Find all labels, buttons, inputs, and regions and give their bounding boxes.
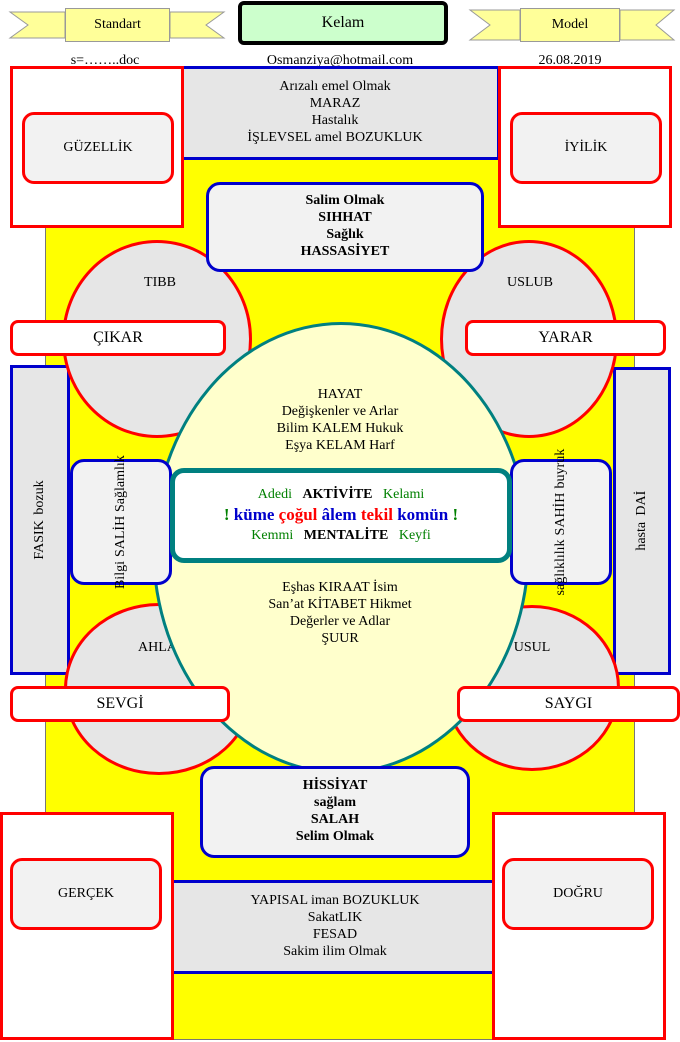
center-adedi: Adedi <box>257 486 292 502</box>
center-kelami: Kelami <box>383 486 425 502</box>
ellipse-bottom-line-2: San’at KİTABET Hikmet <box>268 597 412 613</box>
center-exclaim-left: ! <box>223 505 230 525</box>
ellipse-top-text: HAYAT Değişkenler ve Arlar Bilim KALEM H… <box>200 385 480 457</box>
lower-box-line-1: HİSSİYAT <box>302 778 368 794</box>
inner-left-box: Bilgi SALİH Sağlamlık <box>70 455 172 589</box>
bottom-panel-line-3: FESAD <box>312 927 358 942</box>
bottom-panel-line-2: SakatLIK <box>307 910 363 926</box>
lower-box-line-4: Selim Olmak <box>295 828 375 844</box>
bar-bottom-right: SAYGI <box>457 686 680 722</box>
email: Osmanziya@hotmail.com <box>266 53 414 68</box>
bar-top-left: ÇIKAR <box>10 320 226 356</box>
inner-right-box: sağlıklılık SAHİH buyruk <box>510 449 612 595</box>
bar-bottom-left: SEVGİ <box>10 686 230 722</box>
bar-top-right: YARAR <box>465 320 666 356</box>
left-side-panel: FASIK bozuk <box>10 365 70 675</box>
model-label: Model <box>520 8 620 42</box>
right-side-panel: hasta DAİ <box>613 367 671 675</box>
top-panel: Arızalı emel Olmak MARAZ Hastalık İŞLEVS… <box>170 66 500 160</box>
center-kume: küme <box>233 505 275 525</box>
ribbon-right-tail-right <box>619 9 676 41</box>
file-name: s=……..doc <box>70 53 140 68</box>
top-panel-line-4: İŞLEVSEL amel BOZUKLUK <box>247 129 423 145</box>
right-side-word-1: hasta <box>633 522 649 551</box>
page-title: Kelam <box>238 1 448 45</box>
inner-right-line-2: SAHİH <box>552 492 568 536</box>
header-ribbons <box>8 9 676 41</box>
center-alem: âlem <box>321 505 357 525</box>
inner-left-line-3: Sağlamlık <box>112 454 128 512</box>
ribbon-right-tail <box>468 9 521 41</box>
standart-label: Standart <box>65 8 170 42</box>
center-tekil: tekil <box>360 505 393 525</box>
top-panel-line-3: Hastalık <box>311 113 359 128</box>
lower-box-line-2: sağlam <box>314 795 356 811</box>
left-side-word-1: FASIK <box>31 520 47 560</box>
ribbon-left-tail <box>8 11 66 39</box>
upper-box-line-2: SIHHAT <box>318 210 372 226</box>
upper-box-line-4: HASSASİYET <box>300 243 390 259</box>
center-line-1: Adedi AKTİVİTE Kelami <box>258 487 424 504</box>
center-cogul: çoğul <box>278 505 318 525</box>
ellipse-bottom-line-4: ŞUUR <box>321 630 359 646</box>
center-exclaim-right: ! <box>452 505 459 525</box>
inner-left-line-1: Bilgi <box>112 561 128 590</box>
center-mentalite: MENTALİTE <box>303 527 389 543</box>
lower-box: HİSSİYAT sağlam SALAH Selim Olmak <box>200 766 470 858</box>
circle-bottom-right-label: USUL <box>513 640 551 655</box>
ellipse-top-line-1: HAYAT <box>317 387 363 403</box>
date: 26.08.2019 <box>538 53 602 68</box>
bottom-panel-line-1: YAPISAL iman BOZUKLUK <box>250 893 420 909</box>
ellipse-top-line-2: Değişkenler ve Arlar <box>281 404 399 420</box>
ellipse-top-line-3: Bilim KALEM Hukuk <box>276 421 404 436</box>
center-line-3: Kemmi MENTALİTE Keyfi <box>251 528 430 545</box>
corner-bottom-right-label: DOĞRU <box>502 858 654 930</box>
center-kemmi: Kemmi <box>251 527 294 543</box>
inner-left-line-2: SALİH <box>112 515 128 557</box>
ellipse-bottom-line-3: Değerler ve Adlar <box>289 614 391 629</box>
right-side-word-2: DAİ <box>633 491 649 517</box>
upper-box-line-1: Salim Olmak <box>305 193 385 209</box>
ellipse-bottom-line-1: Eşhas KIRAAT İsim <box>282 580 398 596</box>
inner-right-line-3: buyruk <box>552 448 568 489</box>
top-panel-line-1: Arızalı emel Olmak <box>279 79 391 95</box>
center-line-2: ! küme çoğul âlem tekil komün ! <box>224 505 458 525</box>
upper-box: Salim Olmak SIHHAT Sağlık HASSASİYET <box>206 182 484 272</box>
top-panel-line-2: MARAZ <box>309 96 361 112</box>
corner-bottom-left-label: GERÇEK <box>10 858 162 930</box>
left-side-word-2: bozuk <box>31 480 47 515</box>
center-keyfi: Keyfi <box>398 527 431 543</box>
circle-top-right-label: USLUB <box>507 275 553 290</box>
lower-box-line-3: SALAH <box>310 812 360 827</box>
center-komun: komün <box>397 505 449 525</box>
circle-top-left-label: TIBB <box>144 275 176 290</box>
ellipse-bottom-text: Eşhas KIRAAT İsim San’at KİTABET Hikmet … <box>200 578 480 650</box>
upper-box-line-3: Sağlık <box>326 227 364 242</box>
corner-top-right-label: İYİLİK <box>510 112 662 184</box>
center-box: Adedi AKTİVİTE Kelami ! küme çoğul âlem … <box>170 468 512 563</box>
inner-right-line-1: sağlıklılık <box>552 539 568 596</box>
bottom-panel: YAPISAL iman BOZUKLUK SakatLIK FESAD Sak… <box>170 880 500 974</box>
corner-top-left-label: GÜZELLİK <box>22 112 174 184</box>
ribbon-left-tail-right <box>169 11 226 39</box>
bottom-panel-line-4: Sakim ilim Olmak <box>283 943 387 959</box>
center-aktivite: AKTİVİTE <box>302 486 373 502</box>
ellipse-top-line-4: Eşya KELAM Harf <box>285 437 395 453</box>
